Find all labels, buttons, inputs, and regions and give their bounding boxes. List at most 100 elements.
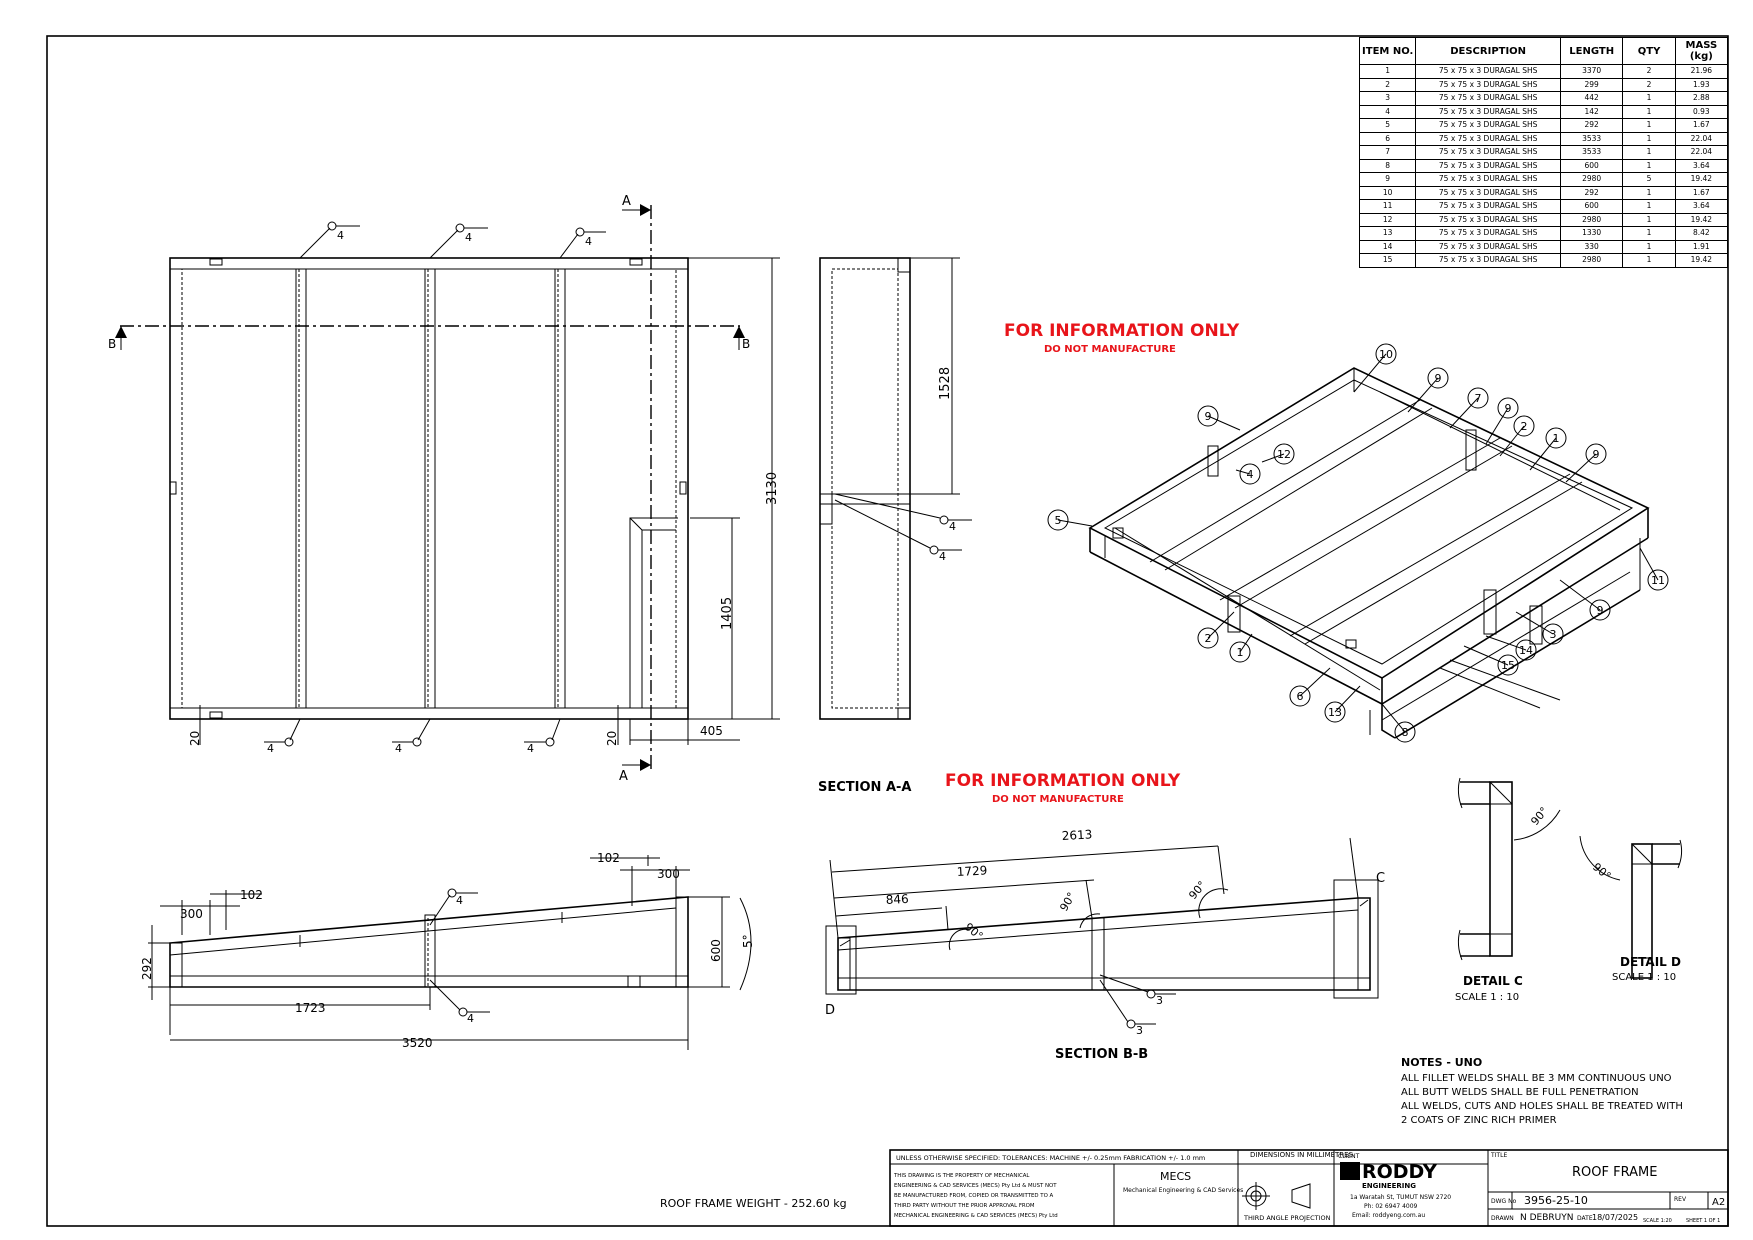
- plan-view: 3130 1405 405 20 20 A A B B 4 4 4 4 4 4: [108, 194, 780, 784]
- weld-size-6: 4: [527, 742, 534, 755]
- angle-90-2: 90°: [1057, 890, 1078, 913]
- drawing-title: ROOF FRAME: [1572, 1165, 1657, 1180]
- item-balloon: 14: [1485, 635, 1537, 661]
- bom-description: 75 x 75 x 3 DURAGAL SHS: [1415, 145, 1561, 160]
- balloon-circle: [1375, 343, 1397, 365]
- balloon-leader: [1485, 407, 1509, 445]
- section-bb-view: 2613 1729 846 90° 90° 90° 3 3 C D SECTIO…: [825, 827, 1385, 1062]
- item-balloon: 10: [1353, 343, 1397, 393]
- item-balloon: 1: [1229, 633, 1253, 663]
- balloon-leader: [1463, 645, 1509, 666]
- balloon-label: 10: [1379, 348, 1393, 361]
- bom-mass: 1.93: [1674, 77, 1729, 92]
- balloon-leader: [1239, 633, 1253, 653]
- dim-20-left: 20: [188, 731, 202, 746]
- copyright-2: ENGINEERING & CAD SERVICES (MECS) Pty Lt…: [894, 1183, 1057, 1189]
- bom-mass: 2.88: [1674, 91, 1729, 106]
- balloon-label: 12: [1277, 448, 1291, 461]
- bom-mass: 1.67: [1674, 118, 1729, 133]
- balloon-label: 14: [1519, 644, 1533, 657]
- item-balloon: 9: [1197, 405, 1241, 431]
- bom-qty: 1: [1622, 239, 1676, 254]
- section-b-label-left: B: [108, 337, 116, 351]
- sheet-border: [46, 35, 1729, 1227]
- detail-c-scale: SCALE 1 : 10: [1455, 992, 1519, 1003]
- note-line-3: ALL WELDS, CUTS AND HOLES SHALL BE TREAT…: [1401, 1101, 1683, 1112]
- mecs-logo: MECS: [1160, 1170, 1191, 1183]
- balloon-circle: [1467, 387, 1489, 409]
- dim-1729: 1729: [956, 863, 987, 879]
- weld-size-7: 4: [949, 520, 956, 533]
- detail-c-view: 90° DETAIL C SCALE 1 : 10: [1455, 777, 1561, 1003]
- balloon-label: 9: [1505, 402, 1512, 415]
- bom-length: 292: [1559, 118, 1624, 133]
- bom-header-description: DESCRIPTION: [1415, 37, 1561, 65]
- weld-size-4: 4: [267, 742, 274, 755]
- dim-405: 405: [700, 724, 723, 738]
- bom-mass: 19.42: [1674, 172, 1729, 187]
- dwg-label: DWG No: [1491, 1198, 1517, 1205]
- bom-description: 75 x 75 x 3 DURAGAL SHS: [1415, 91, 1561, 106]
- sheet-size: A2: [1712, 1197, 1725, 1208]
- detail-d-view: 90° DETAIL D SCALE 1 : 10: [1579, 835, 1683, 983]
- item-balloon: 7: [1449, 387, 1489, 429]
- dim-102-right: 102: [597, 851, 620, 865]
- item-balloon: 2: [1197, 611, 1235, 649]
- balloon-leader: [1639, 547, 1659, 581]
- dim-300-right: 300: [657, 867, 680, 881]
- dim-2613: 2613: [1061, 827, 1092, 843]
- item-balloon: 11: [1639, 547, 1669, 591]
- detail-d-scale: SCALE 1 : 10: [1612, 972, 1676, 983]
- weld-size-11: 3: [1156, 994, 1163, 1007]
- balloon-circle: [1394, 721, 1416, 743]
- bom-item-no: 3: [1358, 91, 1417, 106]
- bom-qty: 1: [1622, 199, 1676, 214]
- section-aa-title: SECTION A-A: [818, 780, 911, 795]
- bom-qty: 2: [1622, 77, 1676, 92]
- balloon-leader: [1485, 635, 1527, 651]
- bom-mass: 0.93: [1674, 104, 1729, 119]
- balloon-leader: [1261, 453, 1285, 463]
- bom-description: 75 x 75 x 3 DURAGAL SHS: [1415, 253, 1561, 268]
- sheet-number: SHEET 1 OF 1: [1686, 1218, 1720, 1224]
- bom-length: 600: [1559, 158, 1624, 173]
- balloon-circle: [1545, 427, 1567, 449]
- angle-90-1: 90°: [962, 920, 985, 942]
- angle-90-3: 90°: [1186, 879, 1208, 902]
- bom-length: 292: [1559, 185, 1624, 200]
- item-balloon: 9: [1485, 397, 1519, 445]
- dim-300-left: 300: [180, 907, 203, 921]
- item-balloon: 9: [1407, 367, 1449, 413]
- dims-in: DIMENSIONS IN MILLIMETRES: [1250, 1151, 1354, 1159]
- balloon-label: 7: [1475, 392, 1482, 405]
- dim-3520: 3520: [402, 1036, 433, 1050]
- tolerances: UNLESS OTHERWISE SPECIFIED: TOLERANCES: …: [896, 1154, 1205, 1162]
- isometric-view: [1088, 367, 1650, 739]
- balloon-label: 3: [1550, 628, 1557, 641]
- balloon-label: 9: [1597, 604, 1604, 617]
- bom-item-no: 5: [1358, 118, 1417, 133]
- bom-description: 75 x 75 x 3 DURAGAL SHS: [1415, 77, 1561, 92]
- dim-1528: 1528: [938, 367, 953, 400]
- dim-5deg: 5°: [741, 934, 755, 948]
- bom-description: 75 x 75 x 3 DURAGAL SHS: [1415, 104, 1561, 119]
- dim-600: 600: [709, 939, 723, 962]
- bom-qty: 1: [1622, 131, 1676, 146]
- drawing-number: 3956-25-10: [1524, 1194, 1588, 1207]
- client-email: Email: roddyeng.com.au: [1352, 1212, 1425, 1219]
- balloon-label: 2: [1205, 632, 1212, 645]
- detail-d-angle: 90°: [1590, 860, 1613, 882]
- bom-item-no: 8: [1358, 158, 1417, 173]
- item-balloon: 3: [1515, 611, 1564, 645]
- balloon-circle: [1497, 397, 1519, 419]
- copyright-3: BE MANUFACTURED FROM, COPIED OR TRANSMIT…: [894, 1193, 1054, 1199]
- notes-block: NOTES - UNO ALL FILLET WELDS SHALL BE 3 …: [1401, 1056, 1683, 1126]
- balloon-label: 1: [1553, 432, 1560, 445]
- bom-item-no: 15: [1358, 253, 1417, 268]
- balloon-label: 5: [1055, 514, 1062, 527]
- bom-length: 142: [1559, 104, 1624, 119]
